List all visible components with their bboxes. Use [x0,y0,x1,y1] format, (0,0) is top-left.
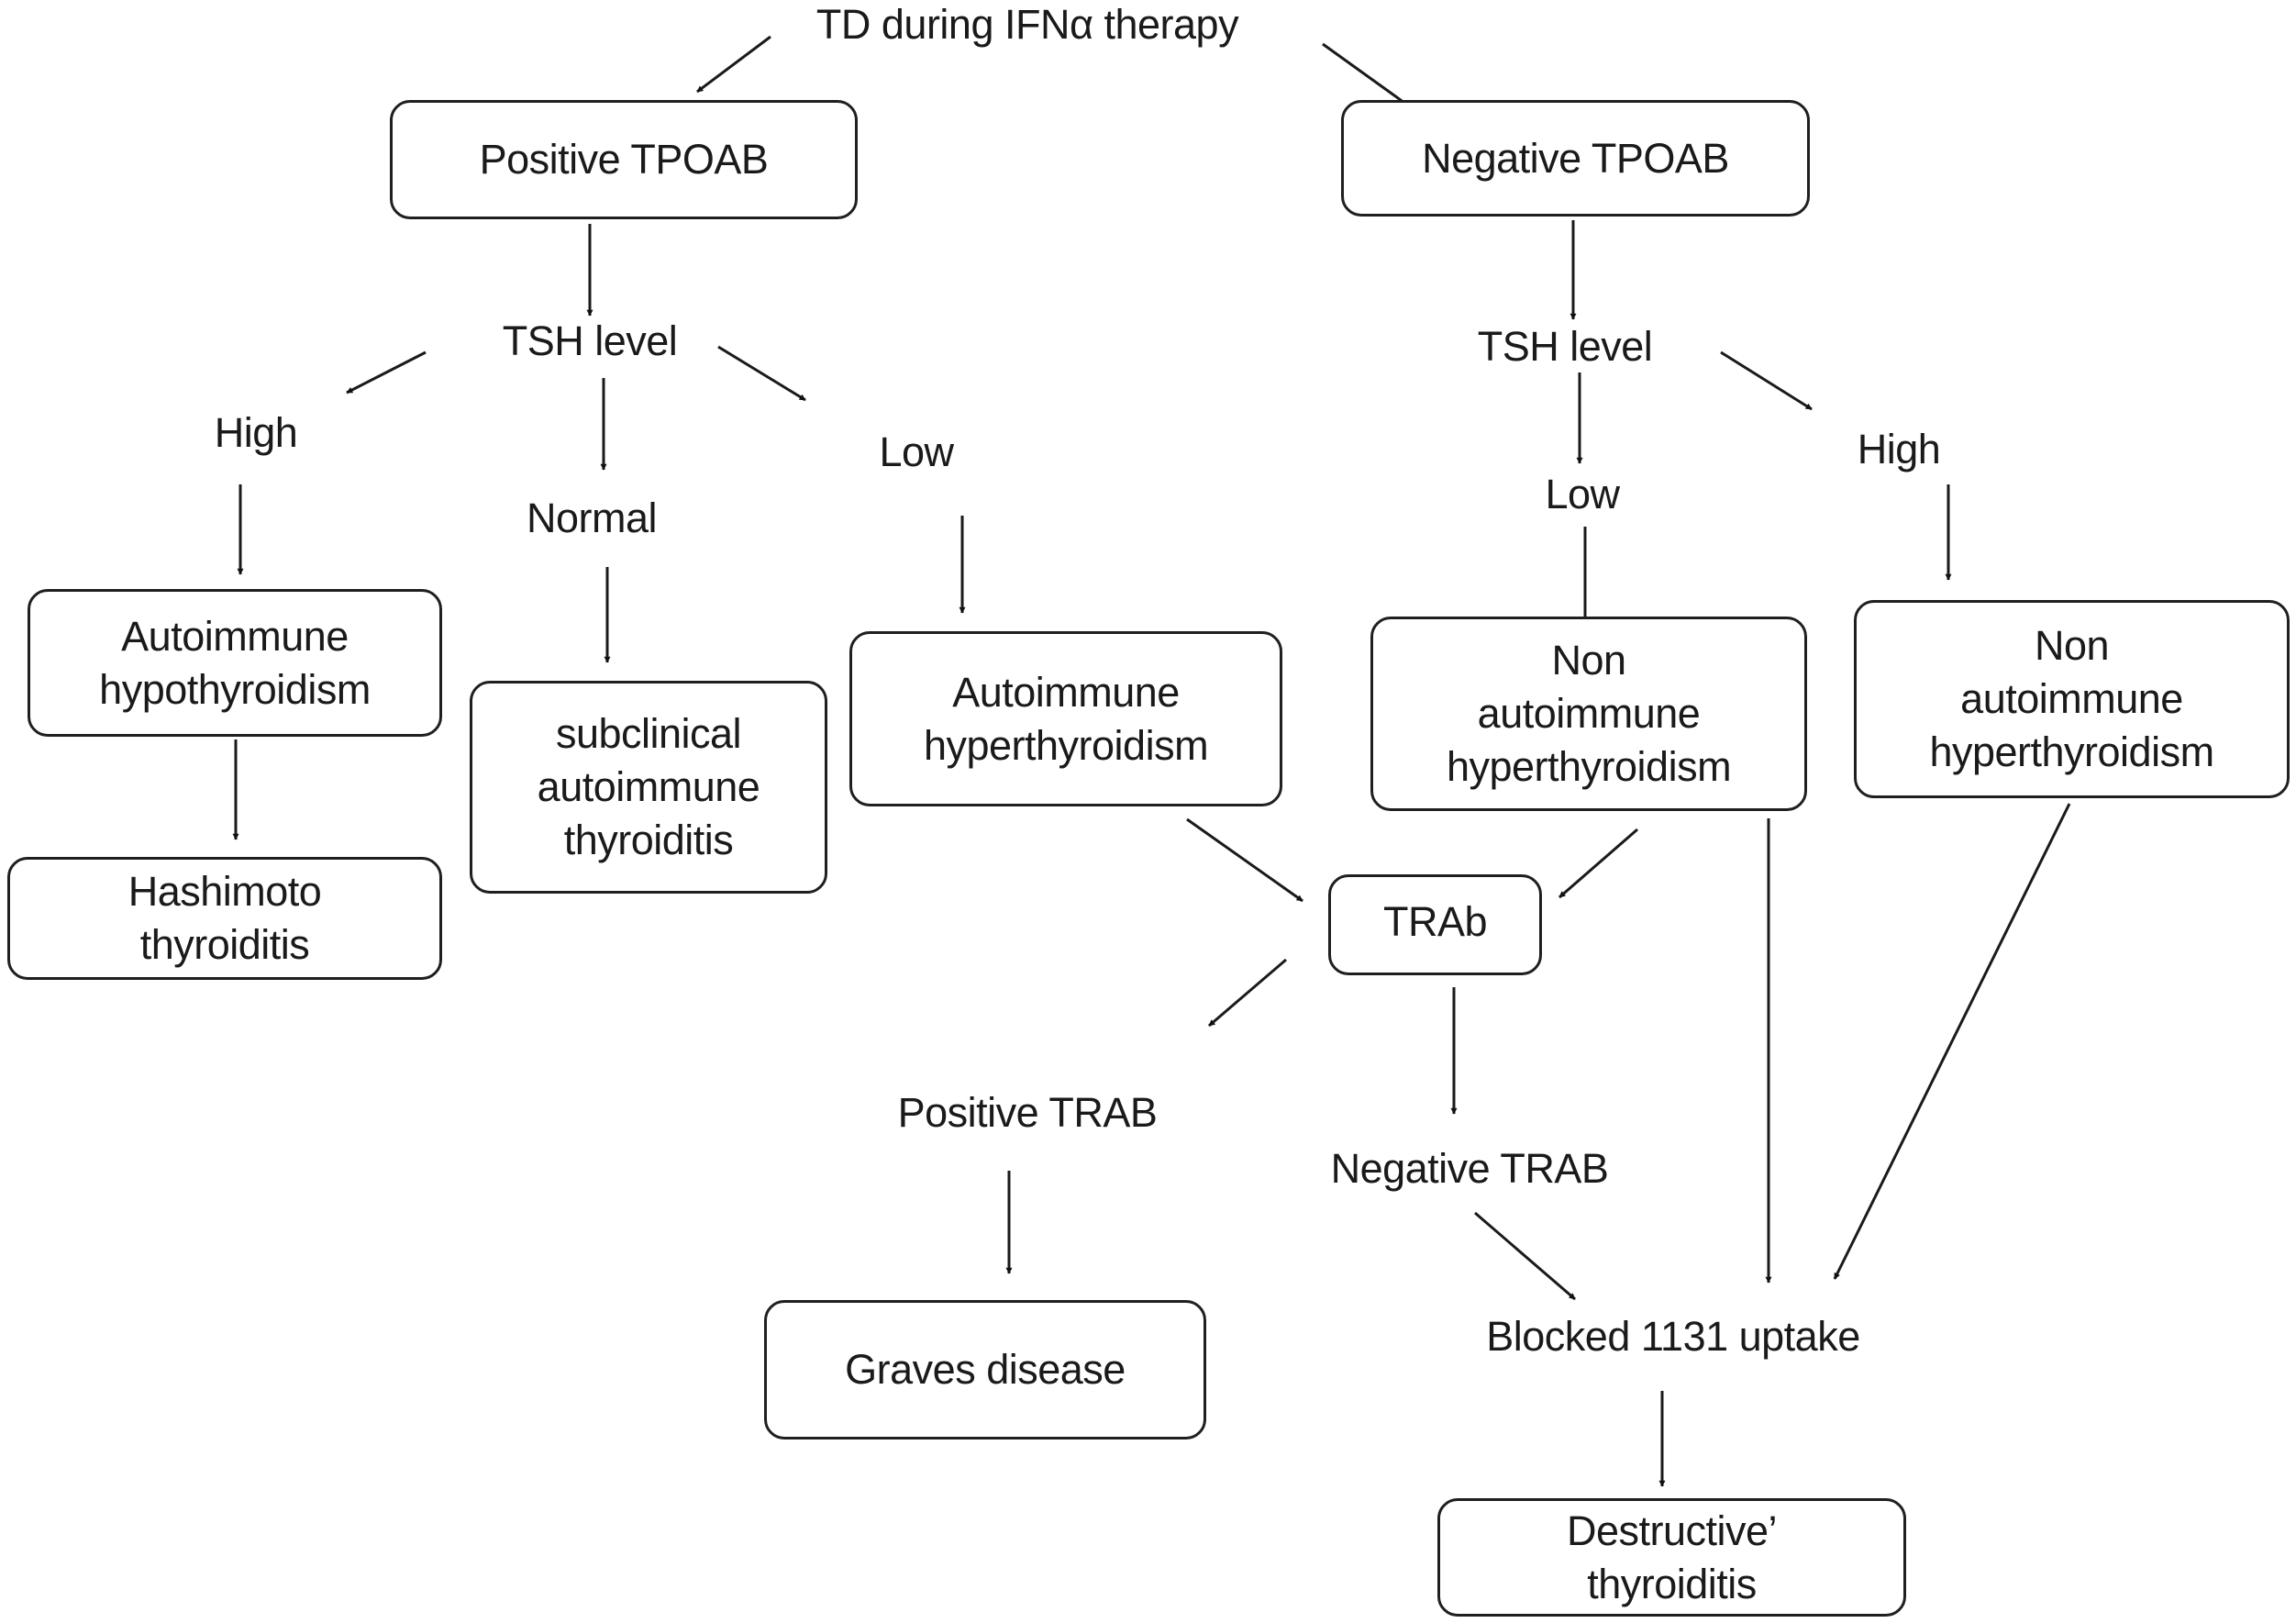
non-autoimmune-hyperthyroidism-right-node: Non autoimmune hyperthyroidism [1854,600,2290,798]
blocked-uptake-label: Blocked 1131 uptake [1486,1313,1860,1360]
arrow-title-to-positive-tpoab [696,35,771,94]
arrow-non-auto-mid-to-trab [1558,828,1638,899]
arrow-trab-to-positive-trab [1208,958,1287,1028]
positive-trab-label: Positive TRAB [897,1089,1158,1136]
negative-tpoab-node: Negative TPOAB [1341,100,1810,217]
subclinical-autoimmune-thyroiditis-node: subclinical autoimmune thyroiditis [470,681,827,894]
arrow-non-auto-right-to-blocked-uptake [1833,803,2071,1280]
autoimmune-hyperthyroidism-node: Autoimmune hyperthyroidism [849,631,1282,806]
normal-label: Normal [526,495,658,541]
destructive-thyroiditis-node: Destructive’ thyroiditis [1437,1498,1906,1617]
non-autoimmune-hyperthyroidism-mid-node: Non autoimmune hyperthyroidism [1370,617,1807,811]
graves-disease-node: Graves disease [764,1300,1206,1440]
autoimmune-hypothyroidism-node: Autoimmune hypothyroidism [28,589,442,737]
arrow-autoimmune-hyper-to-trab [1186,817,1303,903]
arrow-tsh-left-to-low [717,345,806,402]
trab-node: TRAb [1328,874,1542,975]
arrow-negative-trab-to-blocked-uptake [1474,1211,1576,1301]
hashimoto-thyroiditis-node: Hashimoto thyroiditis [7,857,442,980]
high-right-label: High [1857,426,1941,472]
positive-tpoab-node: Positive TPOAB [390,100,858,219]
negative-trab-label: Negative TRAB [1330,1145,1609,1192]
low-left-label: Low [879,428,954,475]
low-right-label: Low [1545,471,1620,517]
arrow-tsh-right-to-high [1720,350,1813,411]
high-left-label: High [214,409,298,456]
tsh-level-left-label: TSH level [502,317,678,364]
tsh-level-right-label: TSH level [1477,323,1653,370]
diagram-title: TD during IFNα therapy [815,1,1239,48]
arrow-tsh-left-to-high [346,350,427,395]
